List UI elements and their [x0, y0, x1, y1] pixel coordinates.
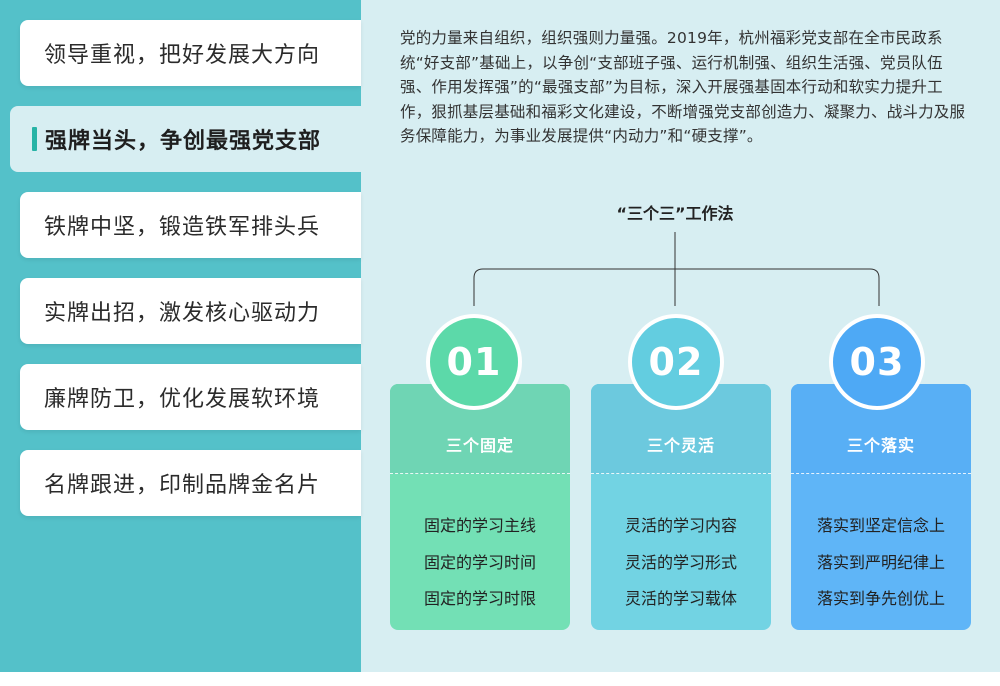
number-badge-02: 02: [628, 314, 724, 410]
menu-item-label: 实牌出招，激发核心驱动力: [44, 301, 321, 326]
menu-item-label: 廉牌防卫，优化发展软环境: [44, 387, 321, 412]
card-title: 三个固定: [445, 436, 514, 455]
card-implement: 三个落实 落实到坚定信念上 落实到严明纪律上 落实到争先创优上: [791, 384, 971, 630]
menu-item-label: 名牌跟进，印制品牌金名片: [44, 473, 321, 498]
card-items: 灵活的学习内容 灵活的学习形式 灵活的学习载体: [591, 508, 771, 618]
list-item: 固定的学习时限: [423, 589, 536, 608]
list-item: 灵活的学习形式: [624, 552, 737, 572]
method-title: “三个三”工作法: [616, 204, 734, 223]
bottom-strip: [0, 672, 1000, 686]
list-item: 灵活的学习内容: [624, 516, 737, 535]
list-item: 固定的学习时间: [423, 552, 536, 572]
active-indicator-bar: [32, 127, 37, 151]
menu-item-leadership[interactable]: 领导重视，把好发展大方向: [20, 20, 361, 86]
menu-item-iron-army[interactable]: 铁牌中坚，锻造铁军排头兵: [20, 192, 361, 258]
menu-item-brand-card[interactable]: 名牌跟进，印制品牌金名片: [20, 450, 361, 516]
list-item: 固定的学习主线: [423, 516, 536, 535]
menu-item-label: 强牌当头，争创最强党支部: [45, 129, 322, 154]
card-items: 落实到坚定信念上 落实到严明纪律上 落实到争先创优上: [791, 508, 971, 618]
intro-paragraph: 党的力量来自组织，组织强则力量强。2019年，杭州福彩党支部在全市民政系统“好支…: [400, 29, 966, 145]
menu-item-core-drive[interactable]: 实牌出招，激发核心驱动力: [20, 278, 361, 344]
list-item: 落实到争先创优上: [816, 589, 945, 608]
card-title: 三个灵活: [646, 436, 715, 455]
menu-item-soft-environment[interactable]: 廉牌防卫，优化发展软环境: [20, 364, 361, 430]
card-fixed: 三个固定 固定的学习主线 固定的学习时间 固定的学习时限: [390, 384, 570, 630]
card-items: 固定的学习主线 固定的学习时间 固定的学习时限: [390, 508, 570, 618]
card-flexible: 三个灵活 灵活的学习内容 灵活的学习形式 灵活的学习载体: [591, 384, 771, 630]
number-badge-03: 03: [829, 314, 925, 410]
menu-item-strongest-branch[interactable]: 强牌当头，争创最强党支部: [10, 106, 361, 172]
list-item: 灵活的学习载体: [624, 589, 737, 608]
number-badge-01: 01: [426, 314, 522, 410]
list-item: 落实到严明纪律上: [816, 552, 945, 572]
list-item: 落实到坚定信念上: [816, 516, 945, 535]
menu-item-label: 领导重视，把好发展大方向: [44, 43, 321, 68]
card-title: 三个落实: [846, 436, 915, 455]
menu-item-label: 铁牌中坚，锻造铁军排头兵: [44, 215, 321, 240]
